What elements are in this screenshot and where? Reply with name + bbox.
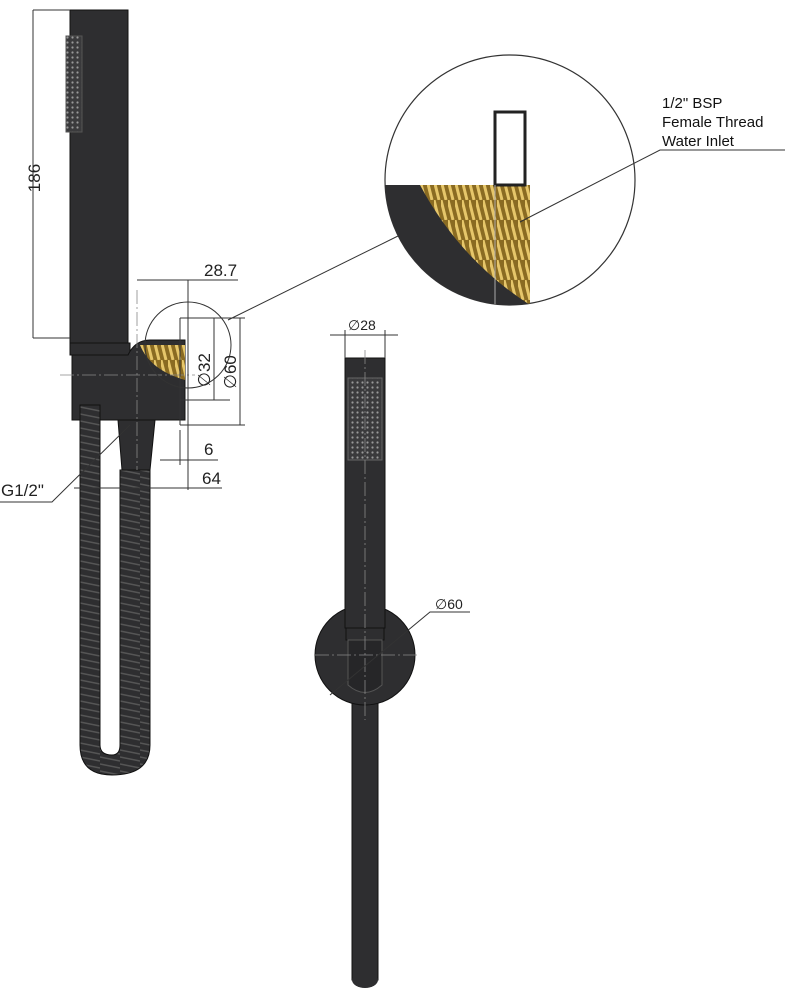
dim-inlet-diameter: ∅32 — [195, 353, 214, 387]
dim-handle-length: 186 — [25, 164, 44, 192]
hose-nut — [117, 419, 156, 471]
spray-face — [65, 35, 83, 133]
handle-collar — [69, 342, 131, 356]
dim-offset: 28.7 — [204, 261, 237, 280]
hose — [79, 404, 151, 776]
callout-line-2: Female Thread — [662, 114, 763, 131]
front-view: ∅28 ∅60 — [314, 317, 470, 988]
dim-flange-thickness: 6 — [204, 440, 213, 459]
dim-flange-diameter: ∅60 — [221, 355, 240, 389]
inlet-thread — [140, 345, 185, 380]
detail-circle-small — [144, 301, 232, 389]
callout-line-3: Water Inlet — [662, 133, 735, 150]
dim-depth: 64 — [202, 469, 221, 488]
side-view: 186 28.7 ∅32 ∅60 6 64 G1/2" — [0, 9, 401, 776]
dim-handle-diameter: ∅28 — [348, 317, 376, 333]
label-hose-thread: G1/2" — [1, 481, 44, 500]
callout-line-1: 1/2" BSP — [662, 95, 722, 112]
thread-detail: 1/2" BSP Female Thread Water Inlet — [384, 54, 785, 306]
dim-front-flange-diameter: ∅60 — [435, 596, 463, 612]
